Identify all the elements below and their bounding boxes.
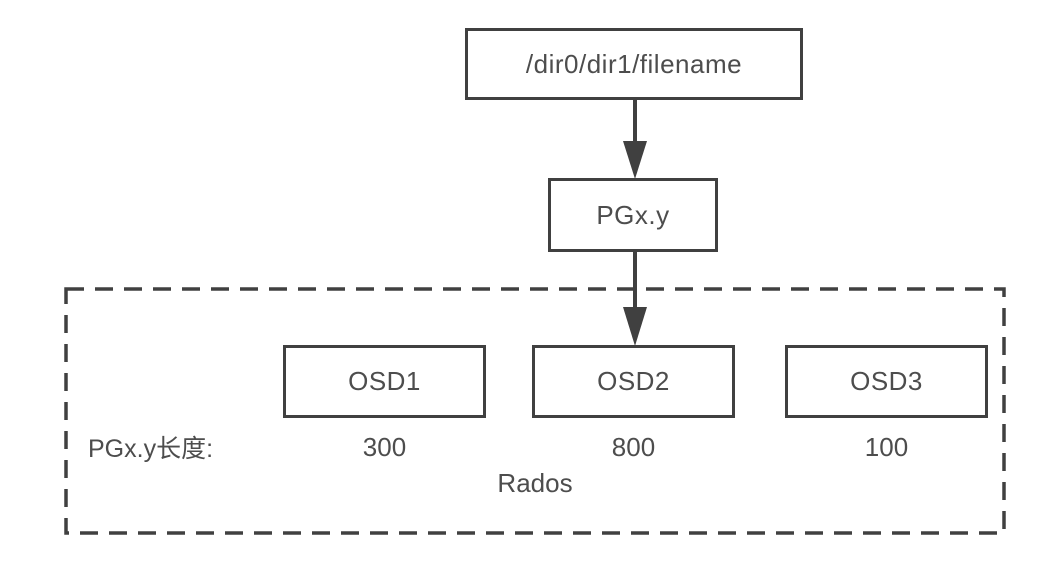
osd3-node: OSD3 <box>785 345 988 418</box>
osd1-label: OSD1 <box>348 366 421 396</box>
rados-container-border <box>64 287 1006 535</box>
osd3-pg-length: 100 <box>864 431 909 462</box>
osd3-label: OSD3 <box>850 366 923 396</box>
pg-node: PGx.y <box>548 178 718 252</box>
osd2-node: OSD2 <box>532 345 735 418</box>
osd2-label: OSD2 <box>597 366 670 396</box>
arrow-pg-to-osd2 <box>623 251 647 346</box>
file-path-node: /dir0/dir1/filename <box>465 28 803 100</box>
arrow-file-to-pg <box>623 99 647 179</box>
rados-container-label: Rados <box>497 467 573 498</box>
pg-length-row-label: PGx.y长度: <box>88 435 214 463</box>
file-path-label: /dir0/dir1/filename <box>525 48 743 79</box>
osd2-pg-length: 800 <box>611 431 656 462</box>
pg-node-label: PGx.y <box>596 199 670 230</box>
osd1-pg-length: 300 <box>362 431 407 462</box>
osd1-node: OSD1 <box>283 345 486 418</box>
